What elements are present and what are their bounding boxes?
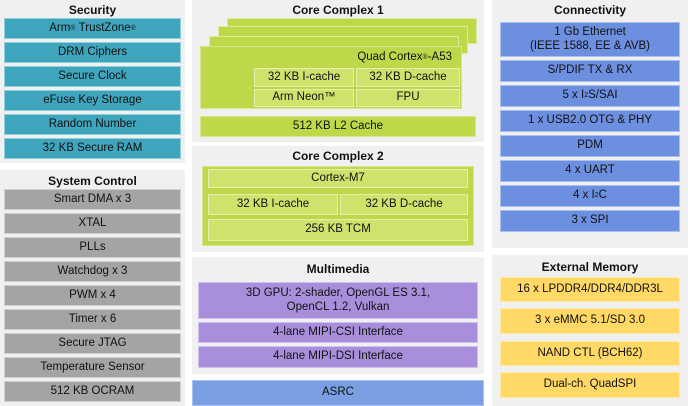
connectivity-usb: 1 x USB2.0 OTG & PHY (500, 110, 680, 132)
sysctl-ocram: 512 KB OCRAM (4, 381, 181, 402)
security-panel: Security Arm® TrustZone® DRM Ciphers Sec… (0, 0, 185, 163)
connectivity-ethernet-line1: 1 Gb Ethernet (554, 26, 626, 39)
connectivity-panel: Connectivity 1 Gb Ethernet (IEEE 1588, E… (492, 0, 688, 248)
core-complex-1-title: Core Complex 1 (292, 3, 384, 17)
sysctl-secure-jtag: Secure JTAG (4, 333, 181, 354)
security-efuse-key-storage: eFuse Key Storage (4, 90, 181, 111)
sysctl-pwm: PWM x 4 (4, 285, 181, 306)
multimedia-panel: Multimedia 3D GPU: 2-shader, OpenGL ES 3… (192, 257, 484, 374)
core-complex-2-cpu: Cortex-M7 (208, 169, 468, 188)
security-secure-clock: Secure Clock (4, 66, 181, 87)
system-control-title: System Control (48, 174, 137, 188)
core-complex-1-fpu: FPU (356, 89, 460, 107)
system-control-panel: System Control Smart DMA x 3 XTAL PLLs W… (0, 170, 185, 406)
connectivity-spi: 3 x SPI (500, 210, 680, 232)
sysctl-temperature-sensor: Temperature Sensor (4, 357, 181, 378)
ext-mem-lpddr4: 16 x LPDDR4/DDR4/DDR3L (500, 277, 680, 302)
multimedia-gpu-line2: OpenCL 1.2, Vulkan (286, 300, 390, 313)
core-complex-2-dcache: 32 KB D-cache (340, 194, 468, 215)
multimedia-gpu-line1: 3D GPU: 2-shader, OpenGL ES 3.1, (245, 287, 431, 300)
multimedia-mipi-csi: 4-lane MIPI-CSI Interface (198, 322, 478, 343)
external-memory-title: External Memory (541, 260, 639, 274)
core-complex-1-neon: Arm Neon™ (254, 89, 354, 107)
multimedia-mipi-dsi: 4-lane MIPI-DSI Interface (198, 346, 478, 368)
connectivity-uart: 4 x UART (500, 160, 680, 182)
sysctl-smart-dma: Smart DMA x 3 (4, 189, 181, 210)
ext-mem-nand-ctl: NAND CTL (BCH62) (500, 341, 680, 366)
security-drm-ciphers: DRM Ciphers (4, 42, 181, 63)
sysctl-watchdog: Watchdog x 3 (4, 261, 181, 282)
sysctl-xtal: XTAL (4, 213, 181, 234)
multimedia-gpu: 3D GPU: 2-shader, OpenGL ES 3.1, OpenCL … (198, 282, 478, 319)
core-complex-2-panel: Core Complex 2 Cortex-M7 32 KB I-cache 3… (192, 146, 484, 252)
connectivity-ethernet-line2: (IEEE 1588, EE & AVB) (530, 39, 650, 52)
core-complex-1-cpu: Quad Cortex®-A53 (357, 51, 452, 64)
multimedia-title: Multimedia (306, 262, 370, 276)
sysctl-timer: Timer x 6 (4, 309, 181, 330)
core-complex-1-l2-cache: 512 KB L2 Cache (200, 116, 476, 137)
connectivity-ethernet: 1 Gb Ethernet (IEEE 1588, EE & AVB) (500, 22, 680, 57)
connectivity-pdm: PDM (500, 135, 680, 157)
external-memory-panel: External Memory 16 x LPDDR4/DDR4/DDR3L 3… (492, 255, 688, 406)
ext-mem-quadspi: Dual-ch. QuadSPI (500, 372, 680, 398)
core-complex-2-tcm: 256 KB TCM (208, 219, 468, 241)
connectivity-title: Connectivity (553, 3, 626, 17)
core-complex-2-icache: 32 KB I-cache (208, 194, 338, 215)
ext-mem-emmc: 3 x eMMC 5.1/SD 3.0 (500, 308, 680, 334)
asrc-block: ASRC (192, 380, 484, 406)
security-secure-ram: 32 KB Secure RAM (4, 138, 181, 159)
core-complex-1-icache: 32 KB I-cache (254, 68, 354, 87)
connectivity-spdif: S/PDIF TX & RX (500, 60, 680, 82)
security-random-number: Random Number (4, 114, 181, 135)
core-complex-2-title: Core Complex 2 (292, 149, 384, 163)
security-trustzone: Arm® TrustZone® (4, 18, 181, 39)
security-title: Security (68, 3, 117, 17)
sysctl-plls: PLLs (4, 237, 181, 258)
core-complex-1-dcache: 32 KB D-cache (356, 68, 460, 87)
core-complex-1-panel: Core Complex 1 Quad Cortex®-A53 32 KB I-… (192, 0, 484, 142)
